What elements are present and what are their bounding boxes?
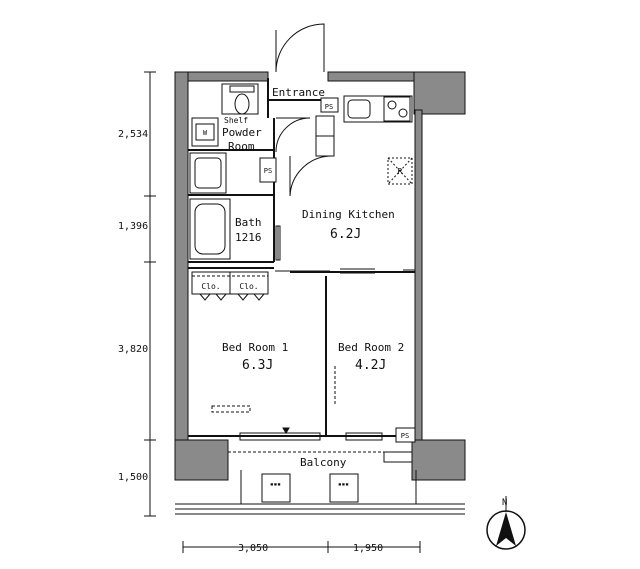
bedroom1-label: Bed Room 1 — [222, 341, 288, 354]
ps-boxes — [259, 97, 416, 443]
ps-label-2: PS — [264, 167, 272, 175]
dining-kitchen-size: 6.2J — [330, 227, 361, 242]
compass — [486, 496, 526, 550]
left-dimension-line — [144, 71, 156, 517]
evac-mark-2: ▪▪▪ — [338, 481, 349, 488]
closet-label-1: Clo. — [201, 282, 220, 291]
right-wall — [414, 109, 423, 445]
hall-door — [289, 155, 331, 197]
powder-room-label-2: Room — [228, 140, 255, 153]
bottom-dimension-line — [182, 541, 421, 553]
powder-room-door — [275, 117, 311, 153]
compass-label: N — [502, 498, 507, 508]
bath-label: Bath — [235, 216, 262, 229]
shoe-box — [315, 115, 335, 157]
dim-bottom-2: 1,950 — [353, 543, 383, 554]
structural-walls — [174, 71, 466, 481]
bedroom2-size: 4.2J — [355, 358, 386, 373]
shelf-label: Shelf — [224, 116, 248, 125]
washer-label: W — [203, 129, 208, 137]
ps-label-1: PS — [325, 103, 333, 111]
ac-marks — [211, 405, 251, 413]
toilet — [221, 83, 259, 115]
powder-room-label-1: Powder — [222, 126, 262, 139]
bedroom2-label: Bed Room 2 — [338, 341, 404, 354]
interior-walls — [188, 78, 415, 437]
balcony-label: Balcony — [300, 456, 347, 469]
top-wall-left — [174, 71, 269, 82]
bathtub — [189, 198, 231, 260]
dim-left-4: 1,500 — [118, 472, 148, 483]
kitchen-counter — [343, 95, 413, 123]
dim-bottom-1: 3,050 — [238, 543, 268, 554]
pillar-bottom-right — [411, 439, 466, 481]
closets — [191, 271, 269, 301]
dim-left-2: 1,396 — [118, 221, 148, 232]
dining-kitchen-label: Dining Kitchen — [302, 208, 395, 221]
dim-left-3: 3,820 — [118, 344, 148, 355]
wash-basin — [189, 152, 227, 194]
evac-mark-1: ▪▪▪ — [270, 481, 281, 488]
pillar-top-right — [413, 71, 466, 115]
entrance-door — [275, 23, 325, 73]
washer-space — [191, 117, 219, 147]
north-arrow-icon — [496, 512, 516, 546]
sliding-doors — [275, 225, 415, 406]
left-wall — [174, 71, 189, 445]
pillar-bottom-left — [174, 439, 229, 481]
entrance-label: Entrance — [272, 86, 325, 99]
balcony — [175, 451, 465, 515]
dim-left-1: 2,534 — [118, 129, 148, 140]
refrigerator-label: R — [398, 167, 403, 176]
bedroom1-size: 6.3J — [242, 358, 273, 373]
ps-label-3: PS — [401, 432, 409, 440]
bath-size: 1216 — [235, 231, 262, 244]
refrigerator-space — [387, 157, 413, 185]
closet-label-2: Clo. — [239, 282, 258, 291]
balcony-windows — [239, 427, 383, 441]
